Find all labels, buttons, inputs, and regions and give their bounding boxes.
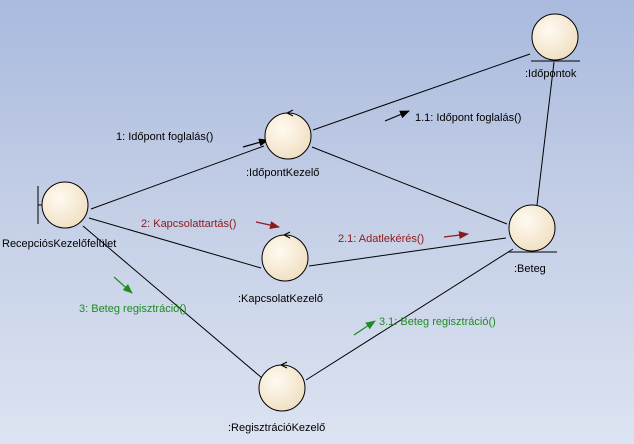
entity-object-beteg[interactable] [508,204,557,253]
object-label-idopontkezelo: :IdőpontKezelő [246,167,319,179]
links [82,53,555,381]
message-arrows [113,110,469,336]
control-object-regisztraciokezelo[interactable] [258,361,306,412]
control-object-kapcsolatkezelo[interactable] [261,231,309,282]
boundary-icon [41,181,89,229]
link-regisztraciokezelo-beteg[interactable] [305,248,514,381]
link-recepcio-kapcsolatkezelo[interactable] [88,217,262,269]
message-label-1[interactable]: 1: Időpont foglalás() [116,131,213,143]
message-arrow-3-1 [353,320,376,336]
entity-icon [508,204,556,252]
control-icon [258,364,306,412]
entity-icon [531,13,579,61]
control-icon [261,234,309,282]
message-labels: 1: Időpont foglalás() 1.1: Időpont fogla… [79,112,521,328]
message-label-3[interactable]: 3: Beteg regisztráció() [79,303,187,315]
message-arrow-2-1 [443,231,469,240]
entity-object-idopontok[interactable] [531,13,580,62]
object-label-beteg: :Beteg [514,263,546,275]
object-label-idopontok: :Időpontok [525,68,577,80]
message-arrow-2 [255,221,280,229]
link-recepcio-regisztraciokezelo[interactable] [82,225,263,379]
message-arrow-1 [242,138,269,148]
message-label-2-1[interactable]: 2.1: Adatlekérés() [338,233,424,245]
object-label-kapcsolatkezelo: :KapcsolatKezelő [238,293,323,305]
link-kapcsolatkezelo-beteg[interactable] [308,237,507,267]
message-arrow-3 [113,276,133,294]
link-recepcio-idopontkezelo[interactable] [90,145,265,210]
boundary-object-recepcio[interactable] [37,181,89,229]
object-label-regisztraciokezelo: :RegisztrációKezelő [228,422,325,434]
link-idopontkezelo-beteg[interactable] [311,146,508,225]
message-label-1-1[interactable]: 1.1: Időpont foglalás() [415,112,521,124]
control-object-idopontkezelo[interactable] [264,109,312,160]
control-icon [264,112,312,160]
link-beteg-idopontok[interactable] [536,61,555,206]
message-label-3-1[interactable]: 3.1: Beteg regisztráció() [379,316,496,328]
message-label-2[interactable]: 2: Kapcsolattartás() [141,218,236,230]
link-idopontkezelo-idopontok[interactable] [312,53,531,131]
message-arrow-1-1 [384,110,410,122]
object-label-recepcio: RecepciósKezelőfelület [2,238,116,250]
object-labels: RecepciósKezelőfelület :IdőpontKezelő :K… [2,68,577,434]
